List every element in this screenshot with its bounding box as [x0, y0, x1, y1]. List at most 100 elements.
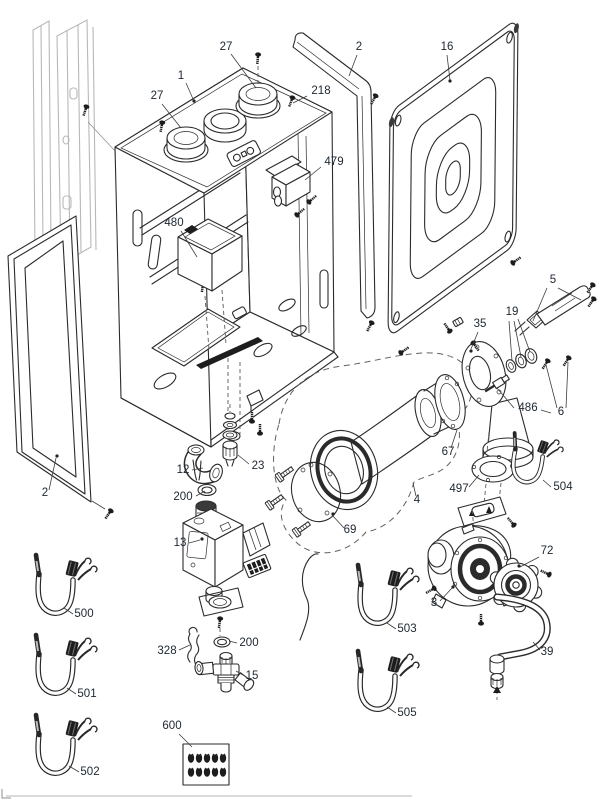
- part-label-200: 200: [239, 637, 258, 649]
- part-label-479: 479: [324, 156, 343, 168]
- part-label-13: 13: [174, 537, 187, 549]
- part-label-19: 19: [506, 306, 519, 318]
- front-panel: [387, 17, 522, 356]
- leader-dot-35: [469, 349, 473, 353]
- leader-line-497: [468, 474, 480, 488]
- leader-line-19: [513, 320, 522, 358]
- leader-line-27: [161, 103, 182, 129]
- flange-bolt: [274, 464, 296, 483]
- part-label-39: 39: [541, 646, 554, 658]
- elbow-12: [183, 444, 223, 485]
- control-box-480: [177, 218, 243, 292]
- part-label-600: 600: [162, 720, 181, 732]
- side-panel-left: [7, 215, 115, 521]
- leader-line-479: [304, 166, 322, 181]
- blower-screw: [505, 515, 518, 530]
- part-label-328: 328: [157, 645, 176, 657]
- leader-dot-16: [448, 79, 452, 83]
- leader-line-500: [63, 607, 74, 615]
- leader-line-480: [180, 230, 198, 258]
- motor-screw: [539, 567, 553, 579]
- wire-harness-503: [358, 565, 419, 623]
- leader-line-218: [292, 95, 308, 104]
- leader-line-19: [508, 320, 513, 362]
- part-label-6: 6: [558, 406, 564, 418]
- gas-valve-train: [182, 404, 272, 693]
- base-screw: [248, 411, 256, 424]
- flue-cap-left: [163, 126, 209, 163]
- part-label-15: 15: [246, 670, 259, 682]
- part-label-505: 505: [397, 707, 416, 719]
- leader-dot-72: [517, 564, 521, 568]
- leader-line-23: [237, 454, 250, 465]
- leader-line-12: [191, 467, 204, 471]
- part-label-12: 12: [177, 464, 190, 476]
- leader-line-6: [540, 409, 552, 414]
- fitting-23: [222, 440, 238, 467]
- part-label-504: 504: [553, 481, 573, 493]
- leader-line-1: [185, 82, 194, 100]
- part-label-500: 500: [74, 608, 93, 620]
- leader-line-35: [470, 331, 479, 350]
- leader-line-200: [228, 640, 238, 644]
- leader-line-19: [517, 318, 531, 353]
- leader-line-4: [412, 482, 417, 497]
- wire-harness-501: [36, 635, 97, 693]
- leader-line-15: [235, 670, 244, 676]
- part-label-502: 502: [80, 766, 99, 778]
- part-label-23: 23: [252, 460, 265, 472]
- leader-line-328: [178, 644, 191, 651]
- ignition-electrode-5: [514, 280, 598, 336]
- wire-harness-500: [36, 555, 97, 613]
- part-label-67: 67: [442, 446, 455, 458]
- wire-harness-502: [36, 715, 97, 773]
- small-screw: [441, 321, 454, 336]
- base-screw: [256, 423, 264, 436]
- part-label-35: 35: [474, 318, 487, 330]
- flue-collar-open: [203, 108, 247, 143]
- retainer-clip-328: [187, 626, 198, 663]
- part-label-2: 2: [42, 487, 48, 499]
- panel-screw: [253, 51, 262, 65]
- part-label-200: 200: [173, 491, 192, 503]
- fan-elbow-assembly: [441, 280, 598, 469]
- part-label-27: 27: [220, 41, 233, 53]
- part-label-497: 497: [449, 483, 468, 495]
- flue-cap-right: [235, 82, 281, 119]
- leader-line-39: [532, 641, 541, 651]
- gas-valve-13: [182, 500, 272, 605]
- flame-sensor-486: [484, 374, 510, 393]
- wall-mounting-bracket: [32, 19, 117, 265]
- leader-line-6: [565, 361, 569, 409]
- leader-line-502: [68, 765, 80, 773]
- leader-line-6: [545, 364, 558, 409]
- leader-dot-1: [192, 99, 196, 103]
- part-label-3: 3: [431, 597, 437, 609]
- control-display: [226, 140, 261, 168]
- leader-dot-3: [451, 585, 455, 589]
- leader-line-200: [195, 490, 206, 497]
- panel-screw: [508, 254, 523, 267]
- leader-dot-2: [55, 454, 59, 458]
- part-label-4: 4: [414, 494, 421, 506]
- part-label-72: 72: [541, 545, 554, 557]
- panel-screw: [364, 319, 376, 333]
- screw-6: [560, 353, 573, 368]
- valve-screw: [215, 615, 224, 629]
- leader-line-27: [230, 53, 257, 89]
- part-label-218: 218: [311, 85, 330, 97]
- leader-line-3: [439, 587, 453, 602]
- leader-line-5: [532, 287, 548, 322]
- leader-line-69: [331, 514, 345, 529]
- leader-line-504: [542, 479, 552, 488]
- flange-bolt: [291, 519, 313, 538]
- valve-15: [194, 651, 255, 693]
- top-panel: [114, 51, 333, 194]
- leader-line-486: [496, 387, 515, 409]
- part-label-501: 501: [77, 688, 96, 700]
- condensate-drain-39: [489, 593, 551, 700]
- leader-line-72: [519, 556, 540, 568]
- leader-dot-13: [200, 537, 204, 541]
